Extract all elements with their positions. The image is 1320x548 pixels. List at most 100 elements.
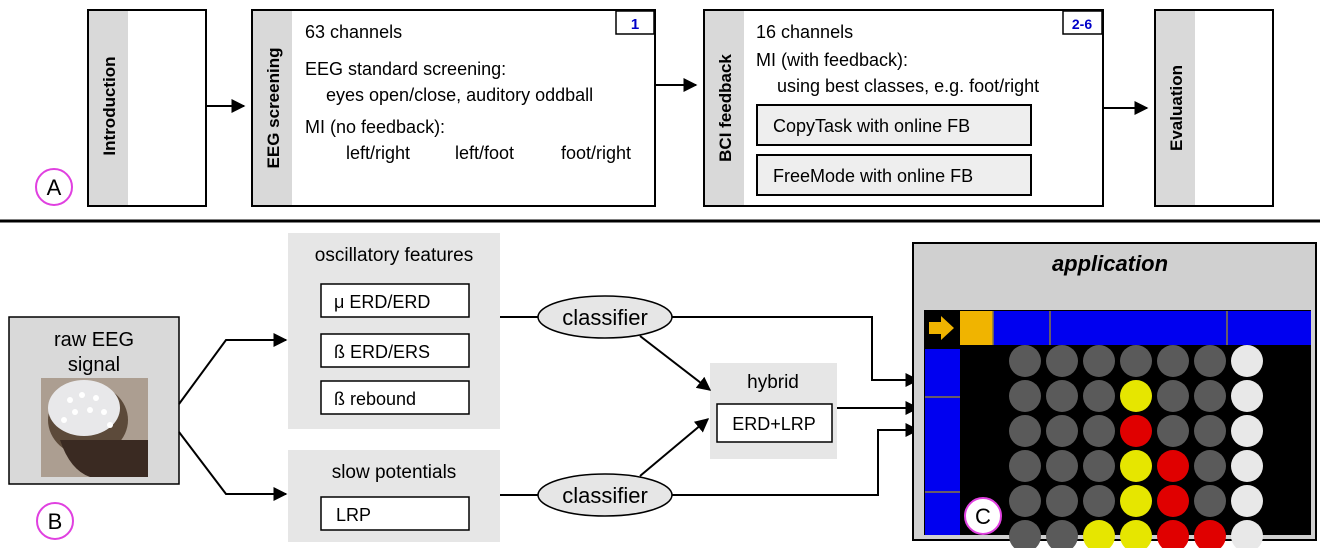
feature-lrp-box — [320, 496, 470, 531]
condition-foot-right: foot/right — [561, 143, 631, 163]
eeg-cap-photo — [41, 378, 148, 477]
classifier-top-label: classifier — [562, 305, 648, 330]
board-disc — [1083, 520, 1115, 548]
copytask-label: CopyTask with online FB — [773, 116, 970, 136]
feature-beta: ß ERD/ERS — [334, 342, 430, 362]
slow-title: slow potentials — [332, 462, 457, 483]
top-bar-orange — [960, 311, 993, 345]
board-disc — [1231, 345, 1263, 377]
board-disc — [1009, 380, 1041, 412]
board-disc — [1083, 345, 1115, 377]
feedback-line1: MI (with feedback): — [756, 50, 908, 70]
hybrid-panel: hybrid ERD+LRP — [710, 363, 837, 459]
board-disc — [1083, 380, 1115, 412]
freemode-box — [756, 154, 1032, 196]
condition-left-right: left/right — [346, 143, 410, 163]
feature-rebound-box — [320, 380, 470, 415]
board-disc — [1120, 485, 1152, 517]
session-badge-2-6 — [1062, 10, 1103, 35]
board-disc — [1046, 485, 1078, 517]
board-disc — [1083, 415, 1115, 447]
hybrid-erd-lrp-box — [716, 403, 833, 443]
board-disc — [1046, 380, 1078, 412]
feature-rebound: ß rebound — [334, 389, 416, 409]
arrow-classifier-top-hybrid — [639, 335, 712, 391]
top-bar-blue — [993, 311, 1311, 345]
board-disc — [1120, 345, 1152, 377]
board-disc — [1157, 450, 1189, 482]
oscillatory-title: oscillatory features — [315, 245, 473, 266]
hybrid-title: hybrid — [747, 372, 799, 393]
label-c-circle — [964, 497, 1002, 535]
stage-evaluation: Evaluation — [1154, 9, 1274, 207]
board-disc — [1046, 415, 1078, 447]
stage-introduction: Introduction — [87, 9, 207, 207]
introduction-label: Introduction — [100, 56, 119, 155]
board-disc — [1157, 520, 1189, 548]
screening-line2: eyes open/close, auditory oddball — [326, 85, 593, 105]
board-disc — [1046, 450, 1078, 482]
board-disc — [1009, 415, 1041, 447]
freemode-label: FreeMode with online FB — [773, 166, 973, 186]
raw-eeg-box: raw EEG signal — [8, 316, 180, 485]
feedback-line2: using best classes, e.g. foot/right — [777, 76, 1039, 96]
label-b-circle — [36, 502, 74, 540]
copytask-box — [756, 104, 1032, 146]
arrow-raw-slow — [178, 431, 288, 501]
arrow-bottom-application — [672, 423, 920, 496]
board-disc — [1157, 415, 1189, 447]
board-disc — [1120, 415, 1152, 447]
arrow-top-application — [672, 316, 920, 387]
board-disc — [1157, 485, 1189, 517]
application-title: application — [1052, 251, 1168, 276]
board-disc — [1009, 485, 1041, 517]
hybrid-erd-lrp: ERD+LRP — [732, 414, 816, 434]
board-disc — [1120, 450, 1152, 482]
board-disc — [1009, 520, 1041, 548]
orange-arrow-icon — [929, 316, 954, 340]
eeg-screening-label: EEG screening — [264, 48, 283, 169]
feature-beta-box — [320, 333, 470, 368]
evaluation-label: Evaluation — [1167, 65, 1186, 151]
board-disc — [1120, 520, 1152, 548]
label-a-circle — [35, 168, 73, 206]
feature-mu: μ ERD/ERD — [334, 292, 430, 312]
arrow-classifier-bottom-hybrid — [639, 418, 710, 477]
board-disc — [1009, 450, 1041, 482]
label-b: B — [48, 509, 63, 534]
screening-line3: MI (no feedback): — [305, 117, 445, 137]
bottom-flow: raw EEG signal oscillatory features μ ER… — [8, 233, 1317, 548]
board-disc — [1194, 380, 1226, 412]
top-flow: A Introduction EEG screening 1 63 channe… — [35, 9, 1274, 207]
board-disc — [1231, 415, 1263, 447]
board-disc — [1046, 520, 1078, 548]
condition-left-foot: left/foot — [455, 143, 514, 163]
session-badge-1-text: 1 — [631, 16, 639, 33]
screening-channels: 63 channels — [305, 22, 402, 42]
bci-feedback-label: BCI feedback — [716, 54, 735, 162]
session-badge-1 — [615, 10, 655, 35]
board-disc — [1083, 450, 1115, 482]
label-a: A — [47, 175, 62, 200]
raw-eeg-line1: raw EEG — [54, 329, 134, 351]
oscillatory-features-panel: oscillatory features μ ERD/ERD ß ERD/ERS… — [288, 233, 500, 429]
application-panel: application C — [912, 242, 1317, 548]
slow-potentials-panel: slow potentials LRP — [288, 450, 500, 542]
board-disc — [1046, 345, 1078, 377]
board-disc — [1157, 345, 1189, 377]
session-badge-2-6-text: 2-6 — [1072, 16, 1092, 32]
classifier-bottom-label: classifier — [562, 483, 648, 508]
game-board — [1009, 345, 1263, 548]
board-disc — [1194, 415, 1226, 447]
board-disc — [1194, 450, 1226, 482]
board-disc — [1231, 485, 1263, 517]
stage-eeg-screening: EEG screening 1 63 channels EEG standard… — [251, 9, 656, 207]
arrow-raw-oscillatory — [178, 333, 288, 405]
board-disc — [1157, 380, 1189, 412]
board-disc — [1194, 485, 1226, 517]
stage-bci-feedback: BCI feedback 2-6 16 channels MI (with fe… — [703, 9, 1104, 207]
label-c: C — [975, 504, 991, 529]
feature-mu-box — [320, 283, 470, 318]
board-disc — [1231, 450, 1263, 482]
